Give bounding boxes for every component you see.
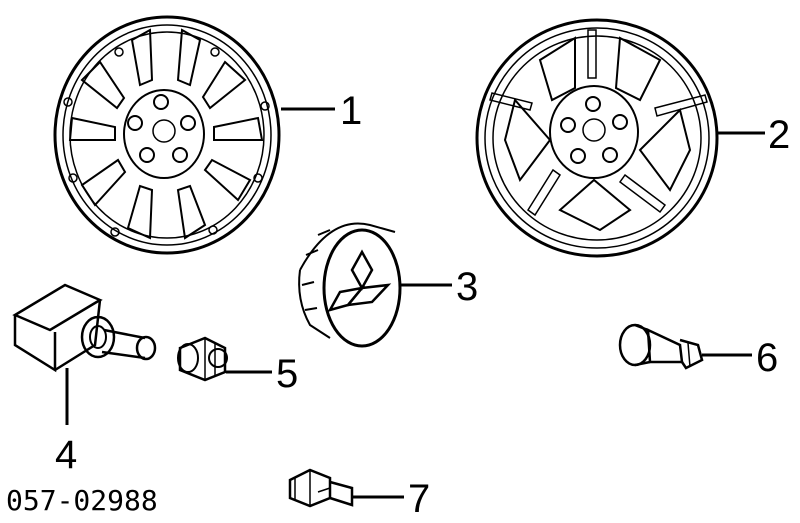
callout-6: 6 [756, 336, 778, 380]
diagram-code: 057-02988 [6, 484, 158, 517]
callout-4: 4 [55, 433, 77, 477]
wheel-five-spoke-icon [475, 18, 719, 258]
callout-5: 5 [276, 352, 298, 396]
lug-nut-icon [177, 336, 228, 382]
callout-3: 3 [456, 265, 478, 309]
callout-7: 7 [408, 477, 430, 521]
sensor-nut-icon [288, 468, 354, 508]
callout-2: 2 [768, 113, 790, 157]
valve-stem-icon [618, 323, 704, 370]
tpms-sensor-icon [12, 283, 157, 373]
center-cap-icon [298, 222, 402, 348]
wheel-multi-spoke-icon [53, 15, 281, 255]
callout-1: 1 [340, 89, 362, 133]
